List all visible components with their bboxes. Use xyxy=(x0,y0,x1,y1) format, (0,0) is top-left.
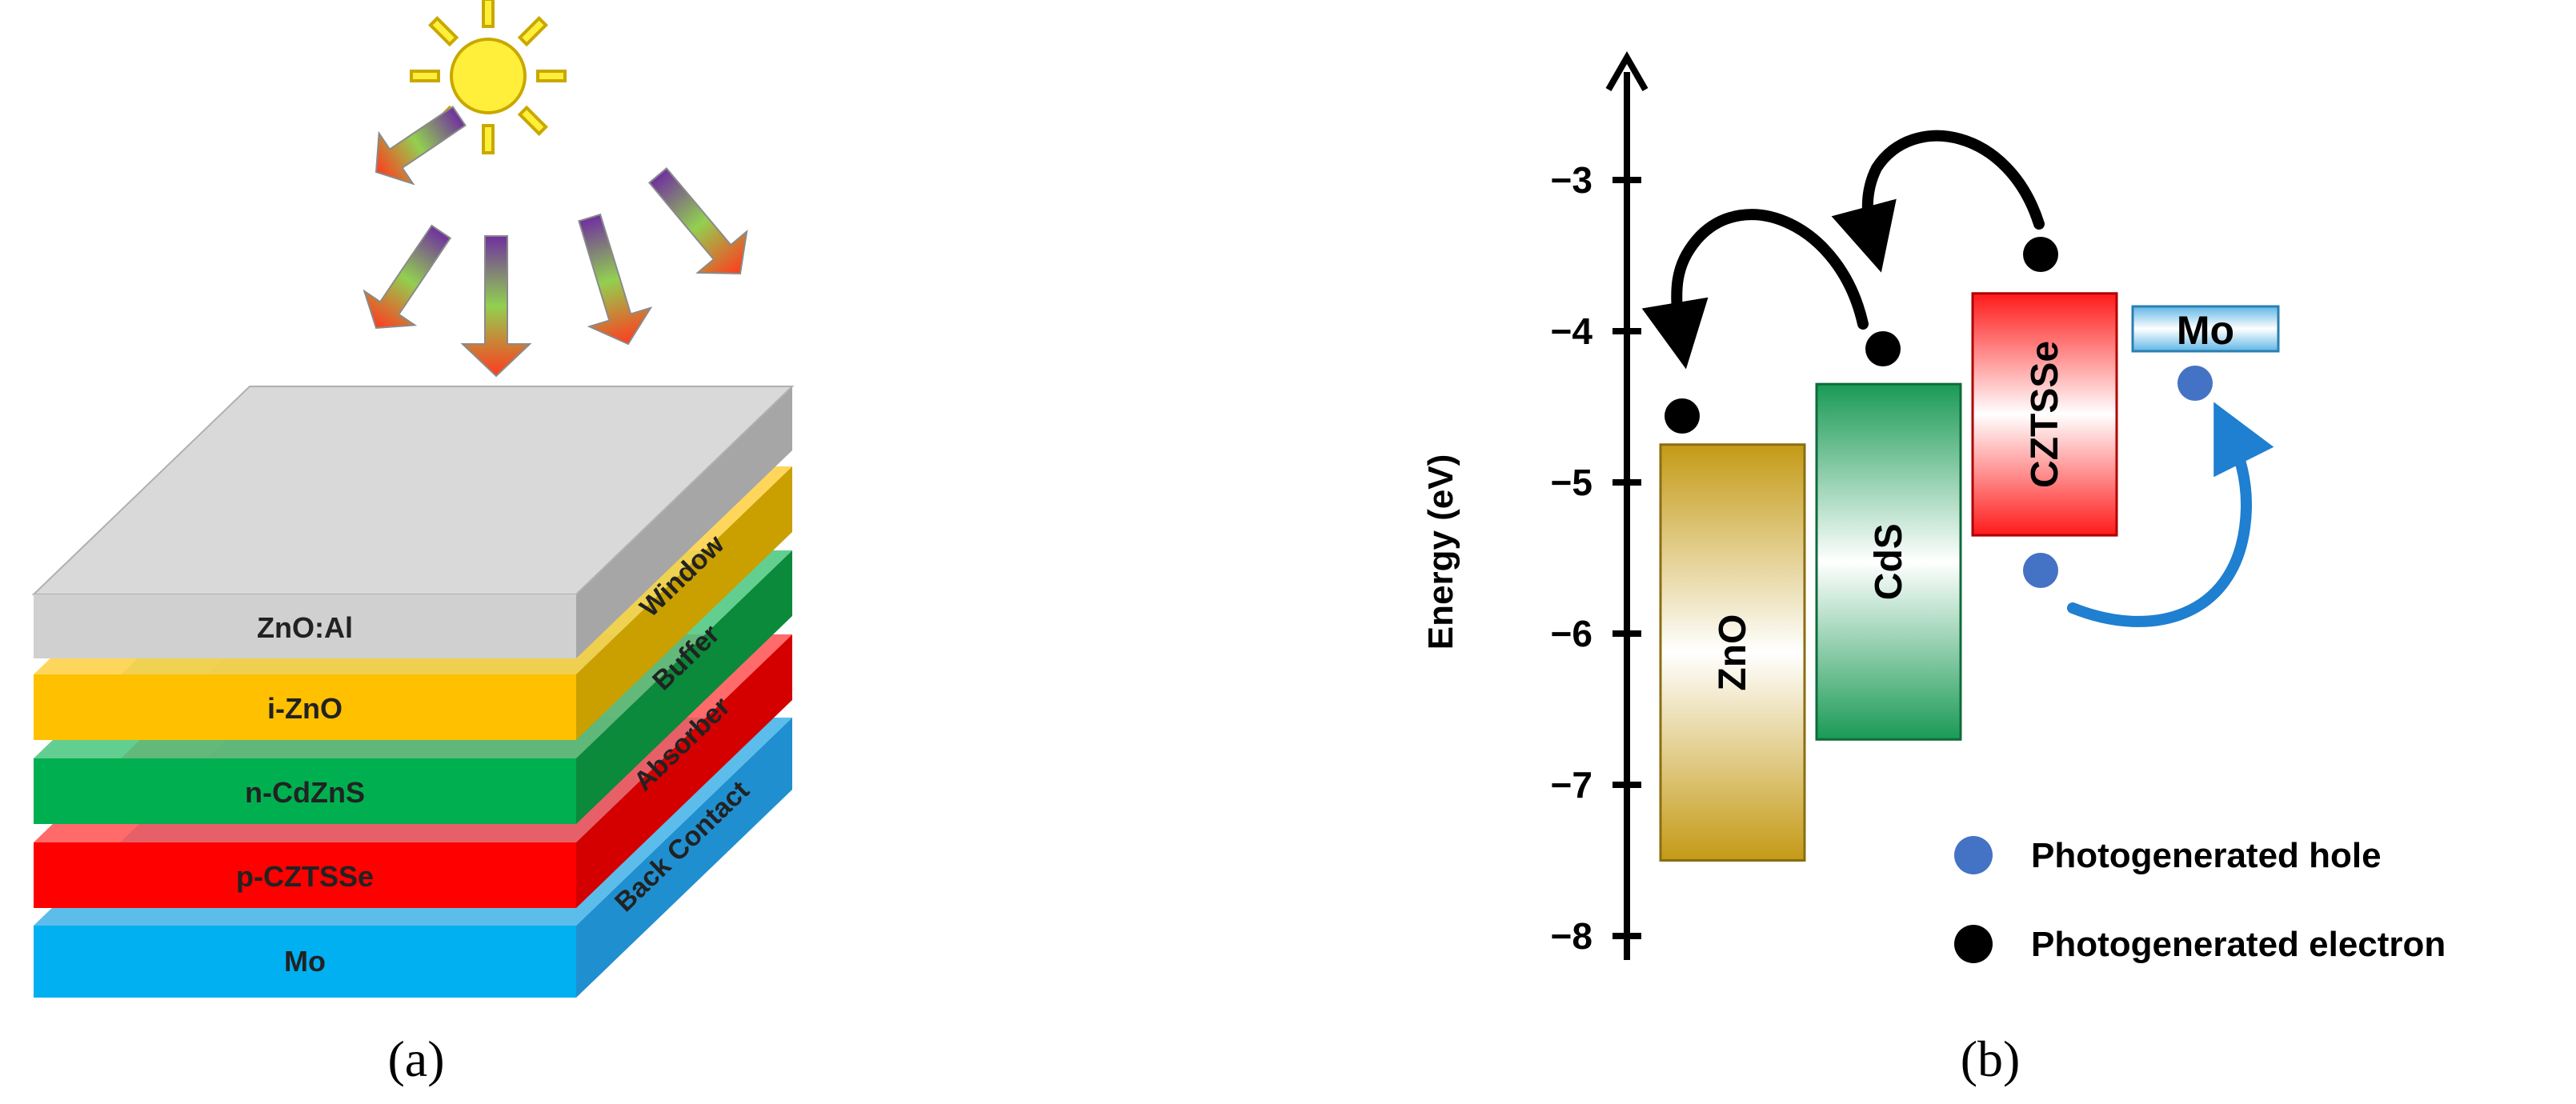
layer-label-mo: Mo xyxy=(284,945,326,978)
layer-stack xyxy=(31,386,795,998)
layer-label-izno: i-ZnO xyxy=(267,692,343,725)
caption-b: (b) xyxy=(1961,1030,2021,1087)
sunlight-arrow-icon xyxy=(648,167,748,275)
mo-contact: Mo xyxy=(2131,305,2280,353)
legend-electron-marker xyxy=(1954,925,1993,963)
sunlight-arrow-icon xyxy=(363,224,452,330)
legend-hole-label: Photogenerated hole xyxy=(2031,836,2382,875)
hole-marker-czts xyxy=(2023,553,2058,588)
layer-label-cdzns: n-CdZnS xyxy=(245,776,365,809)
layer-front-czts xyxy=(34,842,576,908)
sunlight-arrows xyxy=(363,106,748,378)
electron-marker-cds xyxy=(1865,331,1901,366)
legend-hole-marker xyxy=(1954,836,1993,874)
electron-marker-czts xyxy=(2023,237,2058,272)
band-zno xyxy=(1659,443,1806,862)
y-axis-label: Energy (eV) xyxy=(1421,454,1460,650)
band-label-zno: ZnO xyxy=(1712,614,1754,691)
mo-contact-label: Mo xyxy=(2177,308,2234,353)
electron-transfer-arrow-icon xyxy=(1641,209,1869,370)
electron-marker-zno xyxy=(1665,398,1700,434)
y-axis-tick-label: −6 xyxy=(1551,613,1592,654)
legend-electron-label: Photogenerated electron xyxy=(2031,925,2446,964)
hole-transfer-arrow-icon xyxy=(2067,402,2274,627)
sunlight-arrow-icon xyxy=(375,106,467,186)
layer-front-mo xyxy=(34,926,576,998)
mo-contact-bar xyxy=(2131,305,2280,353)
layer-front-znoal xyxy=(34,594,576,658)
band-cztsse xyxy=(1971,292,2118,537)
y-axis-tick-label: −4 xyxy=(1551,310,1593,352)
layer-slab xyxy=(31,386,795,658)
legend: Photogenerated hole Photogenerated elect… xyxy=(1954,836,2446,964)
sunlight-arrow-icon xyxy=(460,235,532,378)
hole-marker-mo xyxy=(2177,366,2213,401)
panel-a: ZnO:Al i-ZnO n-CdZnS p-CZTSSe Mo Window … xyxy=(31,0,795,1087)
electron-transfer-arrow-icon xyxy=(1831,130,2045,273)
y-axis-tick-label: −8 xyxy=(1551,915,1592,957)
band-label-cds: CdS xyxy=(1868,523,1910,600)
y-axis-tick-label: −3 xyxy=(1551,159,1592,201)
layer-label-znoal: ZnO:Al xyxy=(257,611,353,644)
band-label-cztsse: CZTSSe xyxy=(2024,341,2066,488)
band-diagram: ZnO CdS CZTSSe xyxy=(1659,292,2118,862)
panel-b: −3 −4 −5 −6 −7 −8 Energy (eV) ZnO CdS CZTSSe Mo… xyxy=(1421,50,2446,1087)
y-axis-ticks: −3 −4 −5 −6 −7 −8 xyxy=(1551,159,1641,957)
sunlight-arrow-icon xyxy=(578,213,653,346)
layer-label-czts: p-CZTSSe xyxy=(236,860,374,893)
layer-front-izno xyxy=(34,674,576,740)
band-cds xyxy=(1815,382,1962,741)
y-axis-arrowhead-icon xyxy=(1605,50,1649,91)
y-axis-tick-label: −7 xyxy=(1551,764,1592,806)
sun-icon xyxy=(410,0,567,154)
y-axis-tick-label: −5 xyxy=(1551,462,1592,503)
caption-a: (a) xyxy=(387,1030,444,1087)
layer-front-cdzns xyxy=(34,758,576,824)
